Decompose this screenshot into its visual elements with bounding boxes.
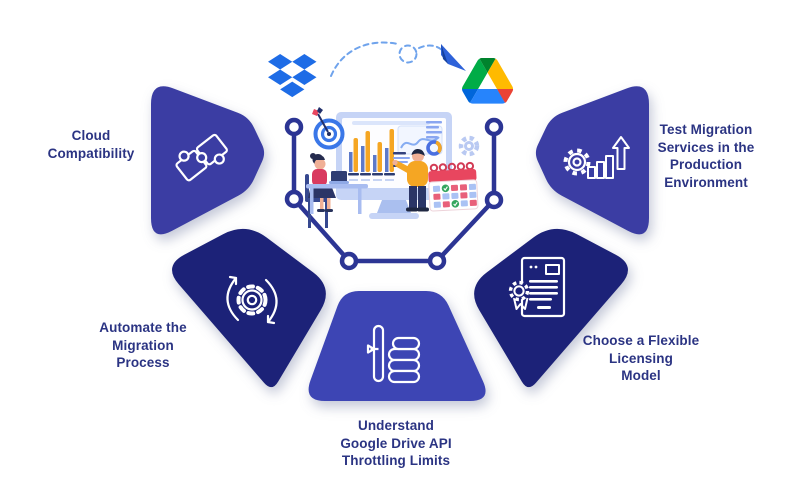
paper-plane-icon	[441, 44, 466, 71]
gear-growth-chart-icon	[563, 136, 630, 179]
petal-cloud-compatibility	[151, 86, 265, 235]
step-1-label: Cloud Compatibility	[16, 127, 166, 162]
connector-frame	[284, 117, 504, 271]
analytics-illustration	[305, 107, 480, 228]
step-label-line: Google Drive API	[340, 435, 452, 451]
step-label-line: Environment	[664, 174, 748, 190]
calendar	[428, 161, 479, 212]
step-label-line: Production	[669, 157, 743, 172]
api-throttle-icon	[366, 324, 421, 384]
step-label-line: Migration	[112, 337, 174, 353]
petal-test-migration	[535, 86, 649, 235]
license-certificate-icon	[508, 256, 566, 318]
gear-icon	[458, 135, 480, 157]
sync-gear-icon	[226, 275, 278, 325]
step-label-line: Process	[116, 355, 170, 370]
step-label-line: Model	[621, 368, 661, 383]
bars	[349, 129, 394, 172]
standing-man	[392, 148, 429, 212]
dropbox-logo	[268, 54, 317, 98]
puzzle-icon	[175, 133, 228, 182]
step-label-line: Choose a Flexible	[582, 333, 700, 348]
step-3-label: Understand Google Drive API Throttling L…	[315, 417, 477, 470]
step-5-label: Test Migration Services in the Productio…	[631, 121, 781, 191]
step-label-line: Understand	[357, 418, 434, 433]
step-label-line: Services in the	[657, 139, 755, 155]
screen-bar-chart	[348, 129, 395, 181]
donut-chart	[426, 140, 442, 156]
woman-at-desk	[305, 153, 368, 228]
step-2-label: Automate the Migration Process	[68, 319, 218, 372]
migration-arrow	[330, 41, 466, 77]
step-label-line: Compatibility	[47, 145, 135, 161]
step-label-line: Automate the	[99, 320, 187, 335]
target-icon	[312, 107, 345, 150]
step-4-label: Choose a Flexible Licensing Model	[566, 332, 716, 385]
petal-licensing-model	[474, 228, 628, 388]
step-label-line: Cloud	[71, 128, 111, 143]
calendar-grid	[432, 183, 477, 208]
step-label-line: Throttling Limits	[341, 453, 451, 468]
google-drive-logo	[462, 58, 514, 104]
screen-text-lines	[426, 121, 442, 139]
step-label-line: Test Migration	[659, 122, 753, 137]
step-label-line: Licensing	[609, 350, 673, 366]
